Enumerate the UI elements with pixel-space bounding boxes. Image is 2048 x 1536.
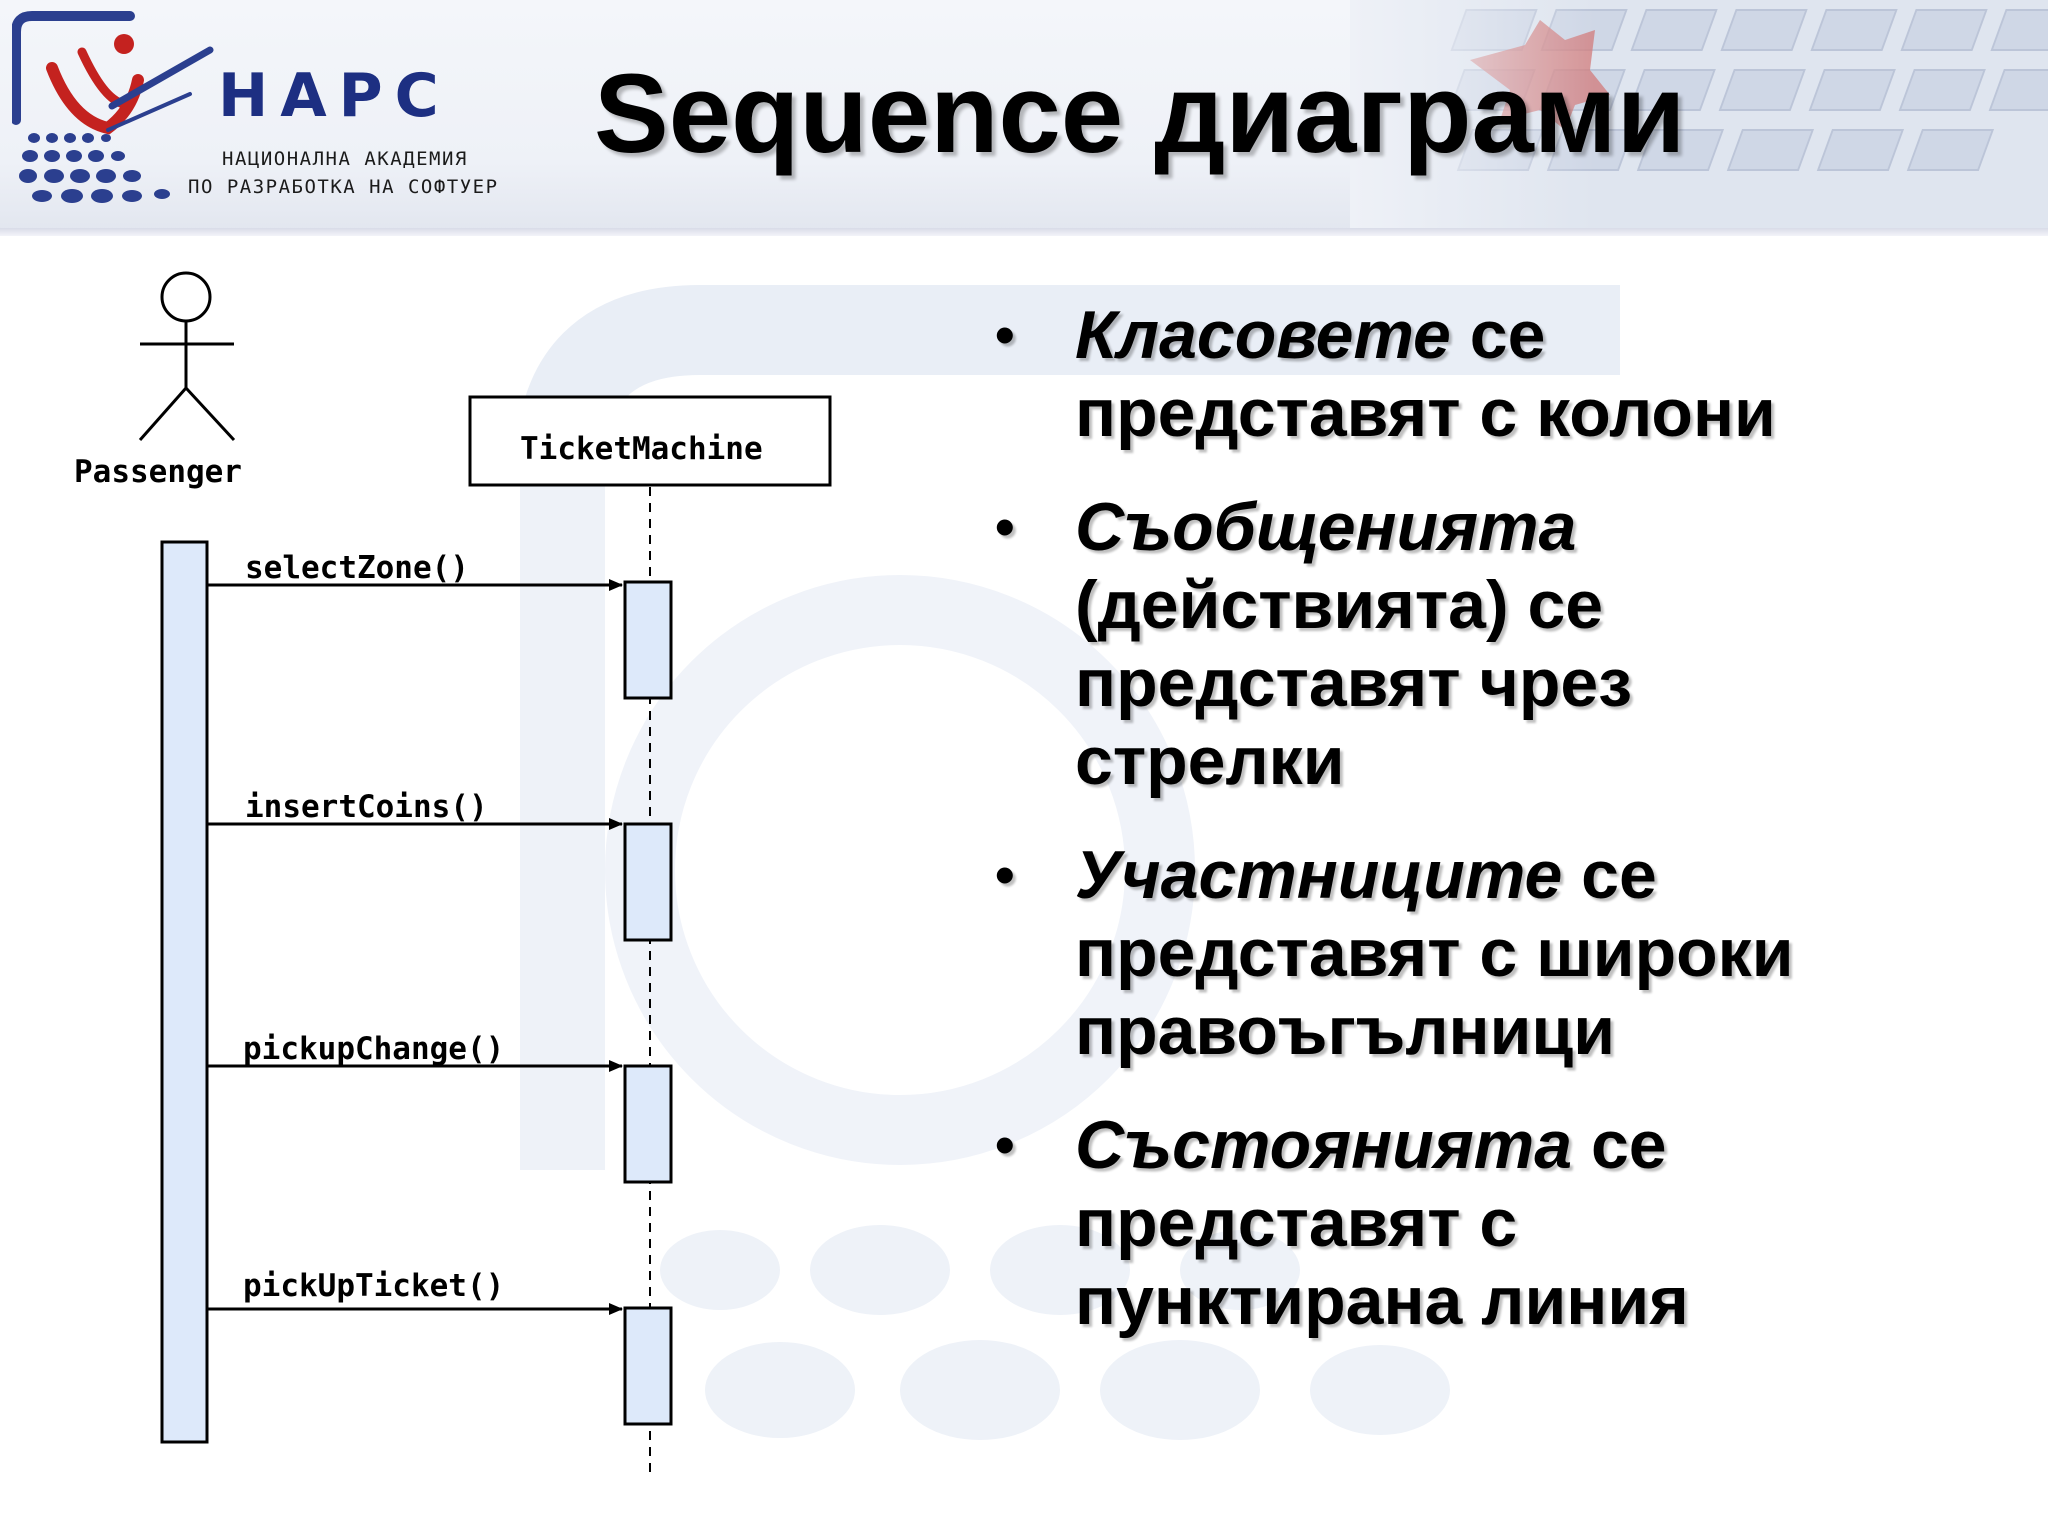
message-label-pickupchange: pickupChange() <box>243 1031 504 1067</box>
slide-title: Sequence диаграми <box>594 51 1686 176</box>
bullet-list: • Класовете се представят с колони • Съо… <box>995 296 2035 1376</box>
object-activation-box <box>623 1064 673 1184</box>
logo-subtitle-line2: ПО РАЗРАБОТКА НА СОФТУЕР <box>188 176 499 198</box>
object-box <box>468 395 832 487</box>
header-divider <box>0 228 2048 236</box>
bullet-text: представят с широки правоъгълници <box>1075 915 1794 1069</box>
bullet-emphasis: Състоянията <box>1075 1107 1573 1183</box>
bullet-emphasis: Класовете <box>1075 297 1451 373</box>
actor-activation-bar <box>160 540 209 1444</box>
header-keyboard-art <box>1350 0 2048 232</box>
bullet-emphasis: Съобщенията <box>1075 489 1577 565</box>
logo-subtitle-line1: НАЦИОНАЛНА АКАДЕМИЯ <box>222 148 468 170</box>
sequence-diagram: Passenger TicketMachine selectZone() ins… <box>74 271 832 1478</box>
bullet-text: се <box>1562 837 1657 913</box>
bullet-text: представят с пунктирана линия <box>1075 1185 1689 1339</box>
message-label-insertcoins: insertCoins() <box>245 789 488 825</box>
runner-and-dots-logo-icon <box>12 11 214 203</box>
nars-logo: НАРС НАЦИОНАЛНА АКАДЕМИЯ ПО РАЗРАБОТКА Н… <box>12 10 572 210</box>
bullet-text: представят с колони <box>1075 375 1776 451</box>
bullet-item: • Класовете се представят с колони <box>995 296 2035 452</box>
bullet-dot-icon: • <box>995 1113 1015 1176</box>
bullet-text: се <box>1572 1107 1667 1183</box>
message-label-selectzone: selectZone() <box>245 550 469 586</box>
stick-figure-icon <box>138 271 236 442</box>
bullet-text: (действията) се представят чрез стрелки <box>1075 567 1633 799</box>
object-activation-box <box>623 822 673 942</box>
logo-name: НАРС <box>218 61 451 131</box>
object-label: TicketMachine <box>520 431 763 467</box>
bullet-dot-icon: • <box>995 843 1015 906</box>
object-activation-box <box>623 1306 673 1426</box>
object-activation-box <box>623 580 673 700</box>
bullet-text: се <box>1450 297 1546 373</box>
message-label-pickupticket: pickUpTicket() <box>243 1268 504 1304</box>
actor-label: Passenger <box>74 454 242 490</box>
bullet-item: • Състоянията се представят с пунктирана… <box>995 1106 2035 1340</box>
bullet-item: • Съобщенията (действията) се представят… <box>995 488 2035 800</box>
bullet-dot-icon: • <box>995 495 1015 558</box>
bullet-item: • Участниците се представят с широки пра… <box>995 836 2035 1070</box>
bullet-dot-icon: • <box>995 303 1015 366</box>
bullet-emphasis: Участниците <box>1075 837 1563 913</box>
